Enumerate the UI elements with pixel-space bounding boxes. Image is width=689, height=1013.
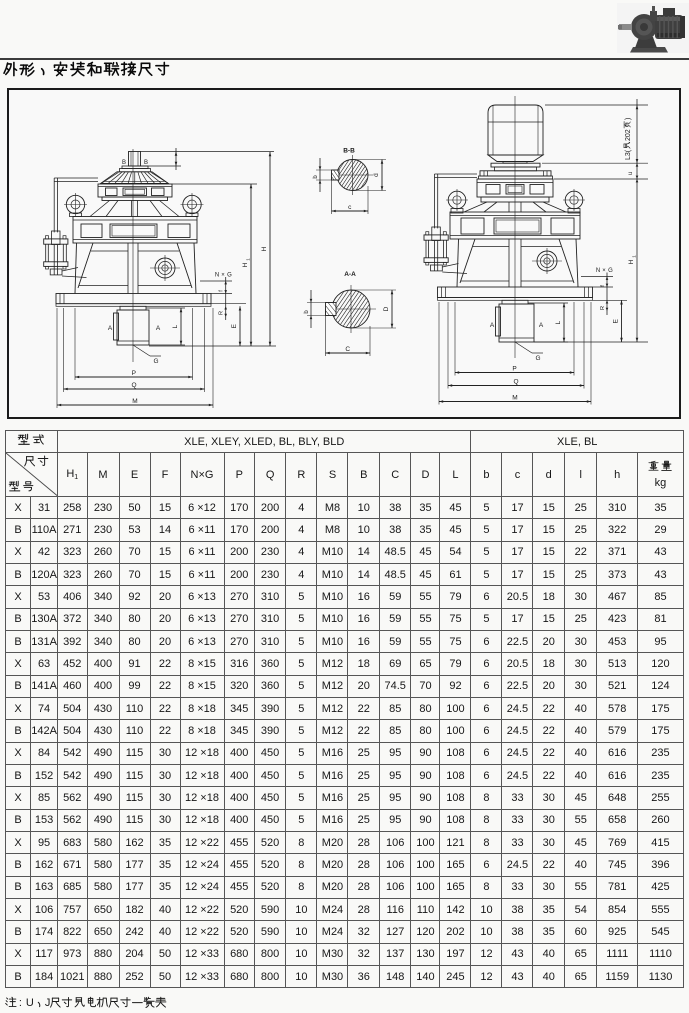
svg-text:G: G xyxy=(608,268,613,274)
svg-text:R: R xyxy=(600,306,606,310)
svg-text:202: 202 xyxy=(625,129,632,141)
svg-text:N: N xyxy=(596,268,600,274)
svg-text:Q: Q xyxy=(513,379,518,386)
svg-text:N: N xyxy=(215,273,219,279)
svg-text:A: A xyxy=(490,322,495,329)
svg-text:U: U xyxy=(26,997,34,1009)
svg-text:M: M xyxy=(132,398,137,405)
svg-text:P: P xyxy=(132,370,136,377)
svg-text:c: c xyxy=(348,204,352,211)
svg-text:1: 1 xyxy=(245,258,250,261)
svg-text:L3(: L3( xyxy=(625,149,632,160)
svg-text:D: D xyxy=(383,306,390,311)
svg-text:A: A xyxy=(156,325,161,332)
svg-text:): ) xyxy=(625,118,632,120)
svg-text:E: E xyxy=(231,323,238,328)
svg-text:G: G xyxy=(535,355,540,362)
svg-text:b: b xyxy=(313,175,319,179)
svg-text:f: f xyxy=(600,285,606,287)
svg-text:d: d xyxy=(373,173,380,177)
svg-text:G: G xyxy=(227,273,232,279)
svg-text:A-A: A-A xyxy=(344,271,356,278)
svg-text:H: H xyxy=(261,246,268,251)
svg-text:b: b xyxy=(304,310,310,314)
svg-text:H: H xyxy=(242,262,249,267)
svg-text:B-B: B-B xyxy=(343,148,355,155)
svg-text:×: × xyxy=(602,268,606,274)
svg-text:L: L xyxy=(172,324,179,328)
svg-text:M: M xyxy=(512,395,517,402)
svg-text:×: × xyxy=(221,273,225,279)
svg-text:1: 1 xyxy=(631,255,636,258)
svg-text::: : xyxy=(19,997,22,1009)
svg-text:L: L xyxy=(555,320,562,324)
svg-text:B: B xyxy=(144,160,148,166)
svg-text:R: R xyxy=(219,311,225,315)
svg-text:u: u xyxy=(628,172,634,175)
svg-text:P: P xyxy=(512,366,516,373)
svg-text:A: A xyxy=(108,325,113,332)
svg-text:f: f xyxy=(219,290,225,292)
svg-text:B: B xyxy=(122,160,126,166)
svg-text:G: G xyxy=(153,358,158,365)
svg-text:H: H xyxy=(628,259,635,264)
svg-text:A: A xyxy=(539,322,544,329)
svg-text:C: C xyxy=(345,346,350,353)
svg-text:Q: Q xyxy=(131,382,136,389)
svg-text:J: J xyxy=(45,997,51,1009)
svg-text:E: E xyxy=(612,318,619,323)
